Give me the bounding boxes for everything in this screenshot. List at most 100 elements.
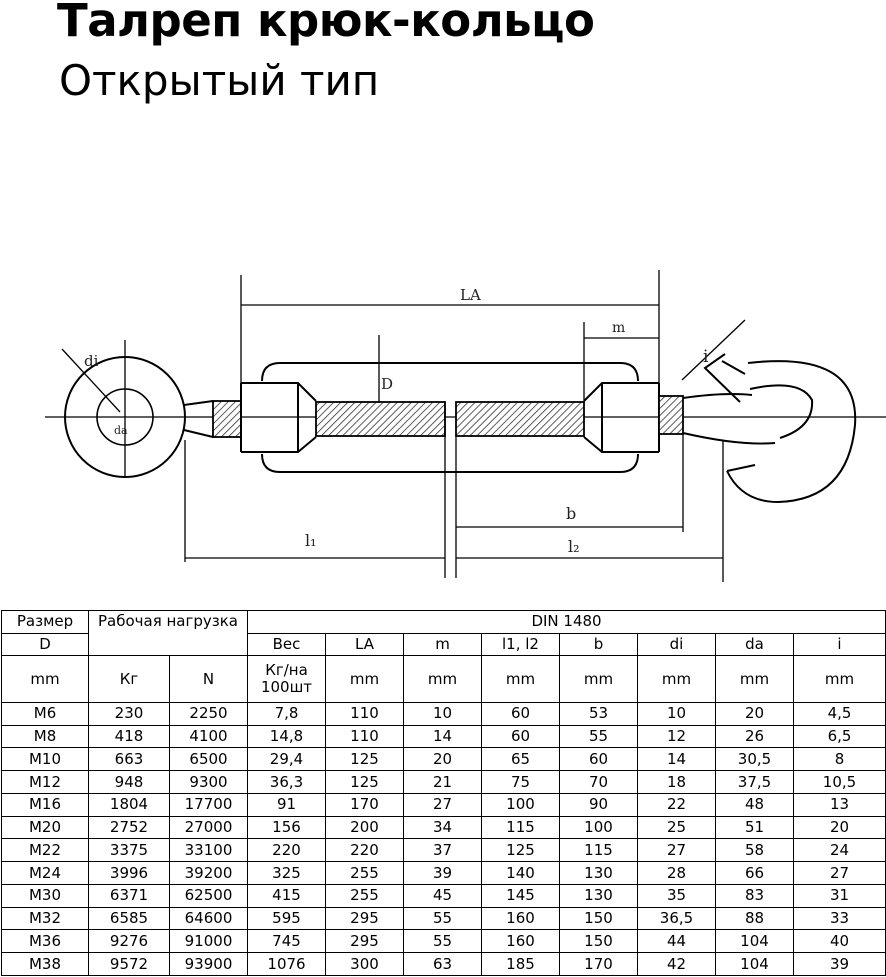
page-subtitle: Открытый тип	[59, 56, 380, 105]
table-cell: 418	[88, 724, 170, 749]
table-cell: 2250	[169, 702, 248, 726]
table-cell: 83	[715, 883, 794, 908]
table-cell: 300	[325, 952, 404, 976]
table-cell: 27	[403, 792, 482, 817]
table-cell: M32	[1, 906, 89, 931]
table-cell: 45	[403, 883, 482, 908]
header-di: di	[637, 632, 716, 657]
table-cell: M6	[1, 702, 89, 726]
table-cell: 125	[481, 838, 560, 863]
table-cell: 4,5	[792, 702, 886, 726]
table-cell: 255	[325, 883, 404, 908]
table-cell: 145	[481, 883, 560, 908]
table-cell: 66	[715, 861, 794, 885]
table-cell: 3375	[88, 838, 170, 863]
table-cell: 115	[481, 815, 560, 840]
table-cell: 10	[403, 702, 482, 726]
table-cell: M16	[1, 792, 89, 817]
table-cell: 100	[481, 792, 560, 817]
unit-cell: N	[169, 655, 248, 704]
table-cell: 28	[637, 861, 716, 885]
table-cell: M30	[1, 883, 89, 908]
table-cell: 125	[325, 747, 404, 772]
table-cell: 75	[481, 770, 560, 794]
table-cell: 150	[559, 906, 638, 931]
table-cell: 58	[715, 838, 794, 863]
da-label: da	[114, 424, 128, 437]
table-cell: 20	[715, 702, 794, 726]
table-cell: 6585	[88, 906, 170, 931]
table-cell: 20	[403, 747, 482, 772]
table-cell: 37	[403, 838, 482, 863]
table-cell: 17700	[169, 792, 248, 817]
table-cell: 36,3	[247, 770, 326, 794]
table-cell: 663	[88, 747, 170, 772]
table-cell: 60	[481, 702, 560, 726]
unit-cell: mm	[792, 655, 886, 704]
table-cell: 22	[637, 792, 716, 817]
table-cell: 14	[403, 724, 482, 749]
turnbuckle-body	[240, 362, 660, 473]
table-cell: 1804	[88, 792, 170, 817]
table-cell: 12	[637, 724, 716, 749]
header-row-units: mm Кг N Кг/на 100шт mm mm mm mm mm mm mm	[1, 655, 886, 704]
table-cell: 34	[403, 815, 482, 840]
table-cell: M24	[1, 861, 89, 885]
table-cell: 6500	[169, 747, 248, 772]
specifications-table: Размер Рабочая нагрузка DIN 1480 D Вес L…	[1, 609, 886, 976]
left-thread-stub	[212, 400, 242, 438]
table-cell: 33	[792, 906, 886, 931]
table-cell: 125	[325, 770, 404, 794]
table-cell: 9276	[88, 929, 170, 954]
table-cell: 130	[559, 883, 638, 908]
header-working-load: Рабочая нагрузка	[88, 609, 248, 657]
di-label: di	[84, 352, 99, 370]
table-cell: 104	[715, 952, 794, 976]
left-threaded-rod	[315, 401, 446, 437]
table-cell: 948	[88, 770, 170, 794]
table-cell: 55	[403, 906, 482, 931]
m-label: m	[612, 320, 625, 336]
header-standard: DIN 1480	[246, 610, 886, 634]
header-size: Размер	[1, 610, 89, 634]
header-row-1: Размер Рабочая нагрузка DIN 1480	[1, 609, 886, 657]
table-cell: M10	[1, 747, 89, 772]
table-cell: 7,8	[247, 702, 326, 726]
table-cell: M38	[1, 952, 89, 976]
table-cell: 62500	[169, 883, 248, 908]
table-cell: M22	[1, 838, 89, 863]
table-cell: 20	[792, 815, 886, 840]
table-cell: 255	[325, 861, 404, 885]
header-d: D	[1, 632, 89, 657]
table-cell: 185	[481, 952, 560, 976]
table-cell: 63	[403, 952, 482, 976]
la-label: LA	[460, 286, 481, 304]
table-cell: 220	[247, 838, 326, 863]
unit-cell: mm	[325, 655, 404, 704]
table-cell: 55	[559, 724, 638, 749]
table-cell: 13	[792, 792, 886, 817]
unit-cell: mm	[403, 655, 482, 704]
l1-label: l₁	[305, 531, 317, 550]
table-cell: 36,5	[637, 906, 716, 931]
header-la: LA	[325, 632, 404, 657]
eye-end	[61, 340, 214, 478]
table-cell: 18	[637, 770, 716, 794]
d-label: D	[381, 375, 393, 393]
table-cell: 51	[715, 815, 794, 840]
table-cell: 150	[559, 929, 638, 954]
table-cell: 39	[403, 861, 482, 885]
table-cell: 21	[403, 770, 482, 794]
table-cell: 44	[637, 929, 716, 954]
table-cell: 39	[792, 952, 886, 976]
table-cell: 200	[325, 815, 404, 840]
table-cell: 4100	[169, 724, 248, 749]
